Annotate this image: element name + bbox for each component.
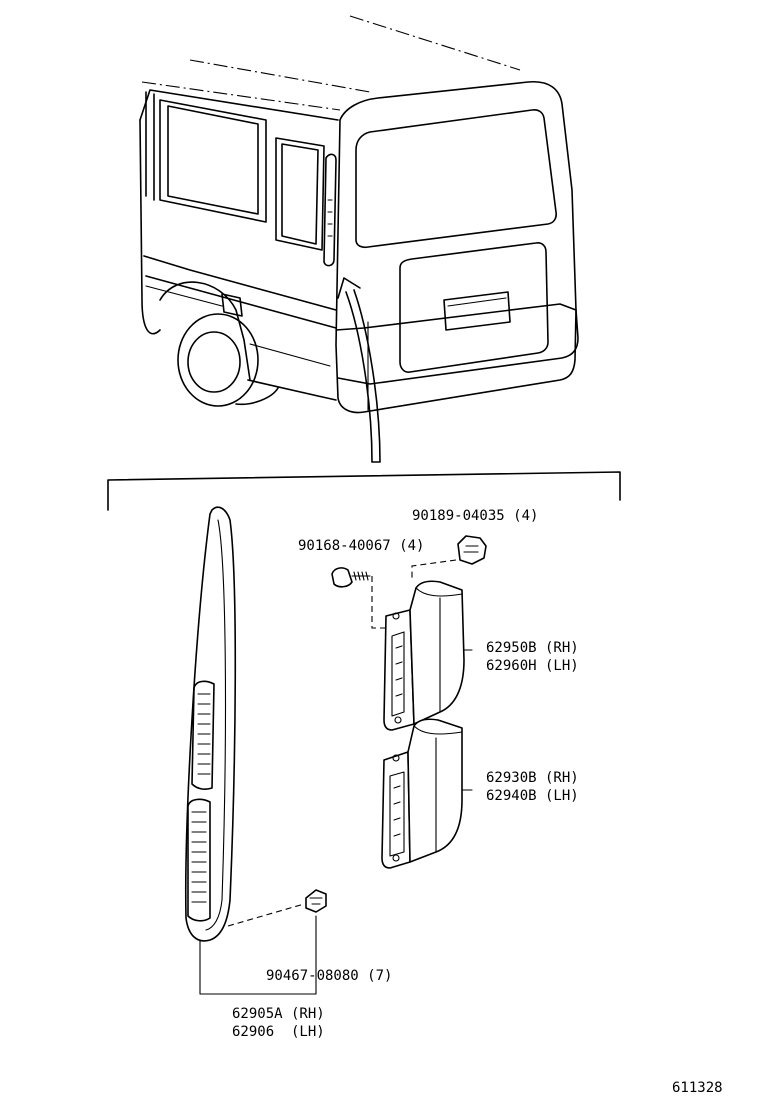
upper-clip-number: 90189-04035 <box>412 508 505 524</box>
van-illustration <box>139 15 579 414</box>
upper-clip-label: 90189-04035 (4) <box>412 508 538 524</box>
upper-clip-part <box>411 535 487 580</box>
lower-duct-part <box>381 718 473 869</box>
lower-clip-number: 90467-08080 <box>266 968 359 984</box>
screw-qty: (4) <box>399 538 425 554</box>
louver-part <box>184 506 317 995</box>
upper-duct-lh-label: 62960H (LH) <box>486 658 579 674</box>
lower-clip-qty: (7) <box>367 968 393 984</box>
screw-label: 90168-40067 (4) <box>298 538 424 554</box>
screw-part <box>331 567 390 629</box>
upper-duct-rh-label: 62950B (RH) <box>486 640 579 656</box>
upper-duct-part <box>383 580 473 731</box>
lower-duct-rh-label: 62930B (RH) <box>486 770 579 786</box>
upper-clip-qty: (4) <box>513 508 539 524</box>
screw-number: 90168-40067 <box>298 538 391 554</box>
louver-lh-label: 62906 (LH) <box>232 1024 325 1040</box>
louver-rh-label: 62905A (RH) <box>232 1006 325 1022</box>
pointer-arrow <box>337 277 381 463</box>
callout-frame <box>107 471 621 511</box>
diagram-id: 611328 <box>672 1080 723 1096</box>
lower-clip-part <box>227 889 327 927</box>
lower-duct-lh-label: 62940B (LH) <box>486 788 579 804</box>
lower-clip-label: 90467-08080 (7) <box>266 968 392 984</box>
